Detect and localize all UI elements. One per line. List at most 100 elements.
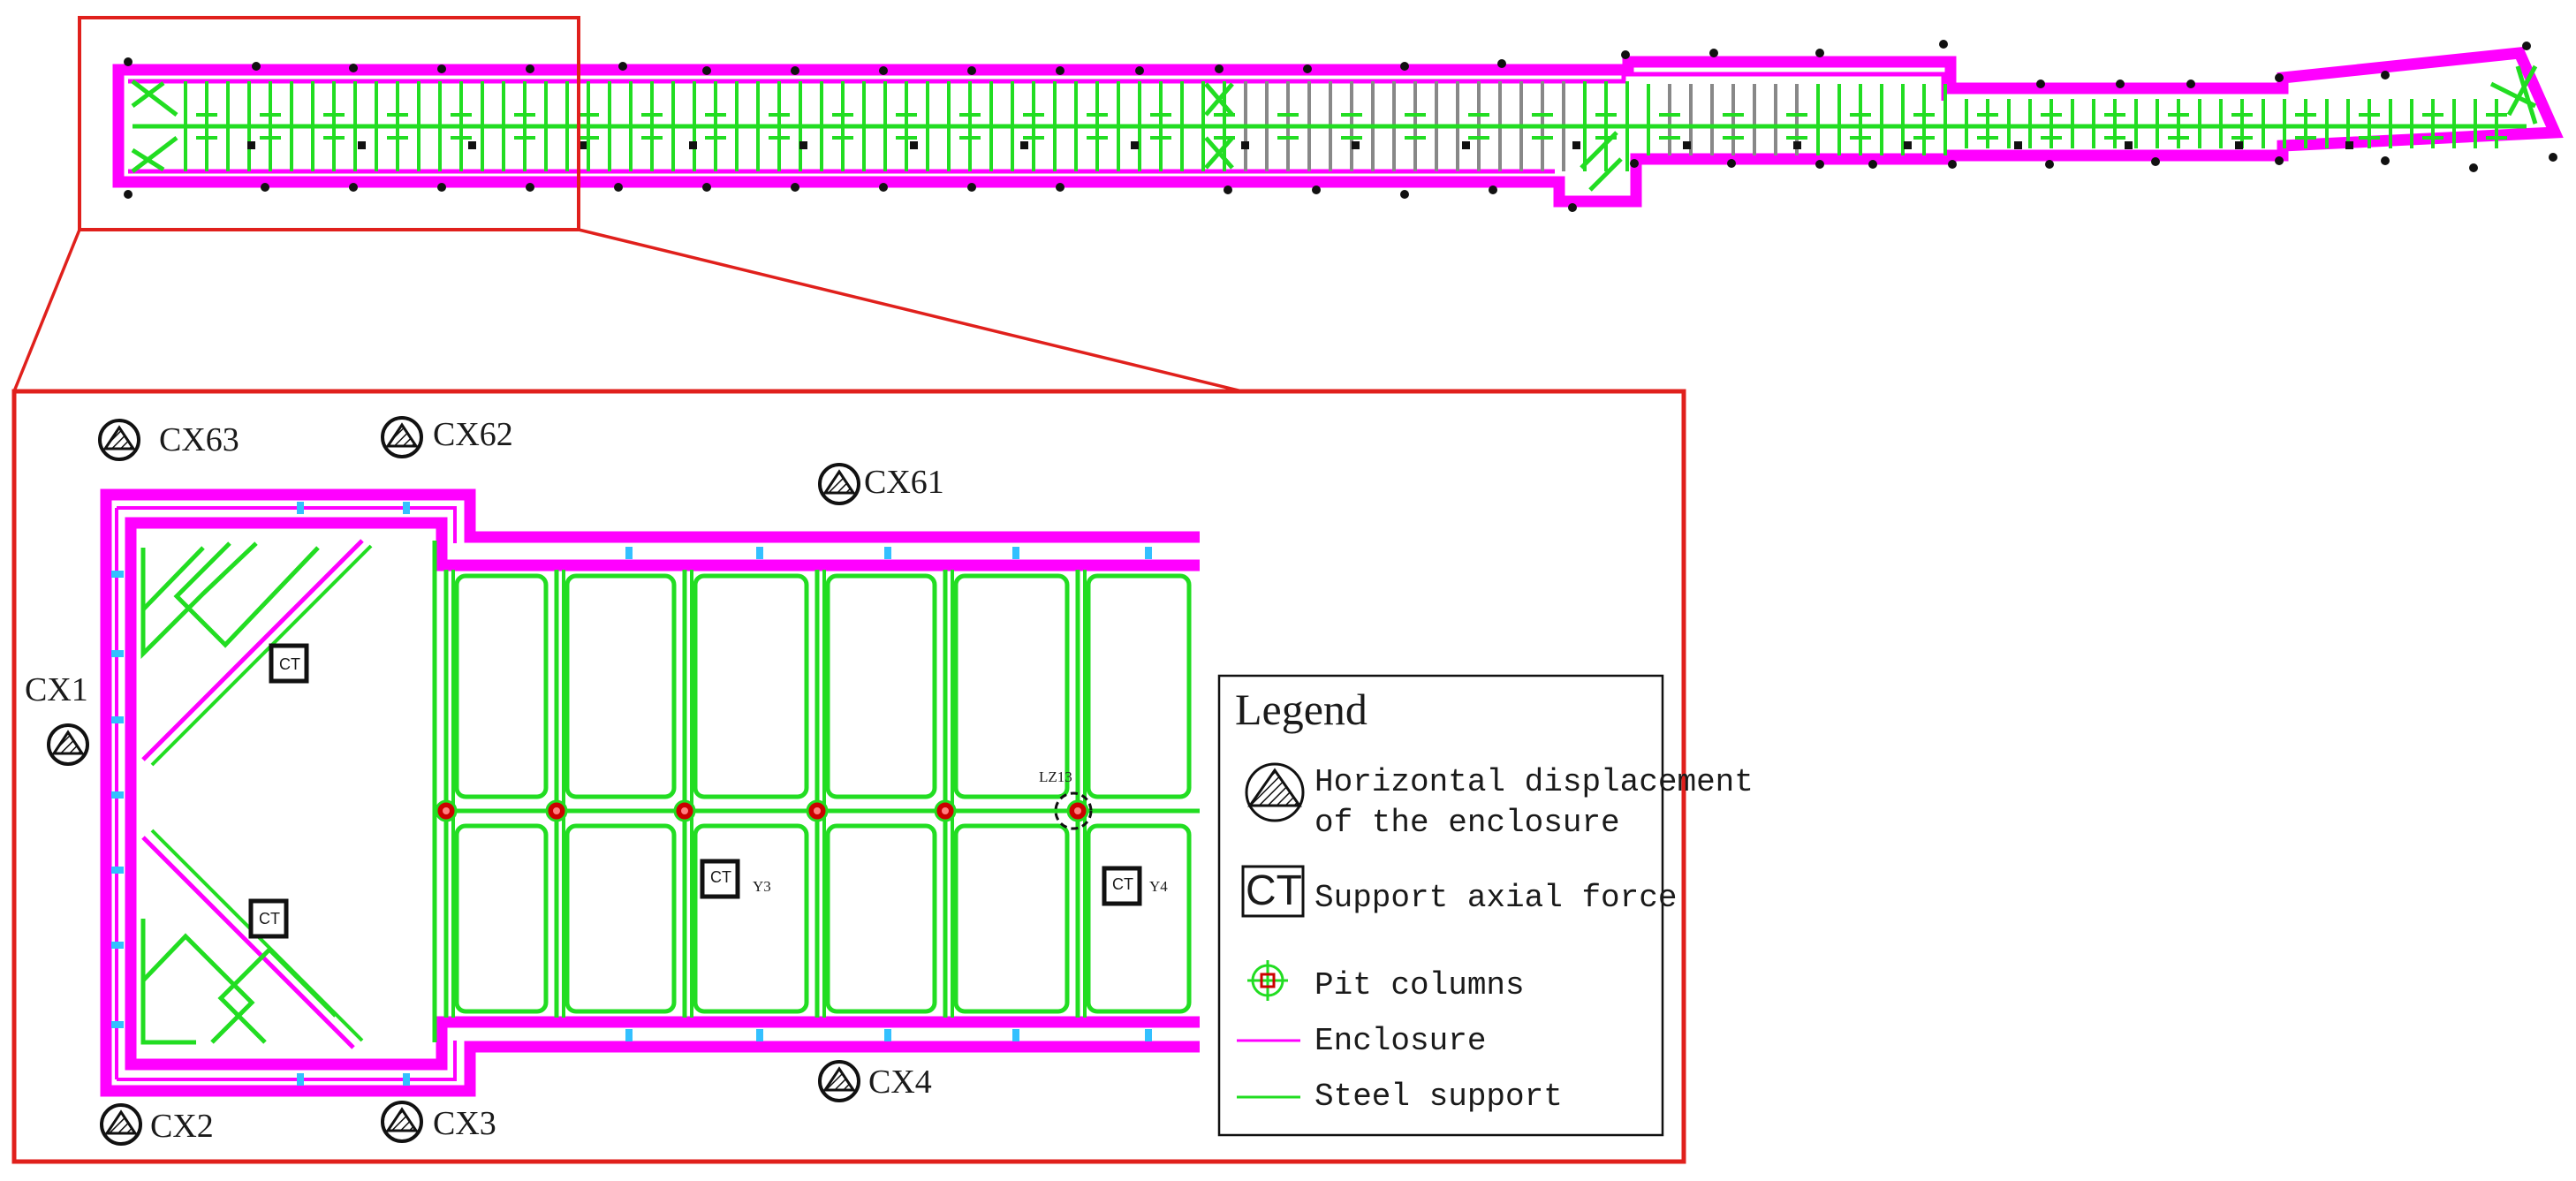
sensor-tick: [403, 1073, 410, 1086]
pit-column-core: [942, 807, 949, 814]
overview-monitor-point: [124, 57, 133, 66]
monitor-label-cx4: CX4: [868, 1064, 932, 1101]
detail-corner-braces: [140, 539, 437, 1049]
overview-monitor-point: [1948, 160, 1957, 169]
overview-monitor-point: [2522, 42, 2531, 50]
overview-monitor-point: [1727, 159, 1736, 168]
overview-monitor-point: [1303, 64, 1312, 73]
overview-ct-marker: [2014, 141, 2022, 149]
displacement-monitor-icon: [818, 1060, 860, 1102]
sensor-tick: [756, 1029, 763, 1041]
monitor-label-cx3: CX3: [433, 1105, 496, 1142]
sensor-tick: [111, 650, 124, 657]
detail-steel-bay: [693, 573, 809, 799]
zoom-connector-right: [578, 228, 1243, 393]
ct-text-4: CT: [1112, 875, 1133, 893]
overview-monitor-point: [1312, 185, 1321, 194]
sensor-tick: [625, 547, 633, 559]
overview-ct-marker: [1131, 141, 1139, 149]
sensor-tick: [756, 547, 763, 559]
overview-ct-marker: [1462, 141, 1470, 149]
displacement-icon: [1245, 762, 1305, 822]
sensor-tick: [111, 1021, 124, 1028]
overview-monitor-point: [967, 66, 976, 75]
overview-monitor-point: [1815, 49, 1824, 57]
detail-enclosure-left-strip: [115, 506, 457, 1081]
overview-ct-marker: [1683, 141, 1691, 149]
overview-ct-marker: [1241, 141, 1249, 149]
sensor-tick: [884, 547, 891, 559]
detail-steel-bay: [1086, 573, 1192, 799]
detail-pit-columns: [435, 799, 1089, 822]
sensor-tick: [111, 716, 124, 723]
overview-monitor-point: [1400, 62, 1409, 71]
overview-monitor-point: [349, 64, 358, 72]
detail-ct-boxes: [248, 643, 1142, 939]
ct-id-y4: Y4: [1149, 878, 1168, 895]
overview-ct-marker: [1572, 141, 1580, 149]
sensor-tick: [1012, 547, 1019, 559]
ct-text-3: CT: [710, 868, 731, 886]
sensor-tick: [403, 502, 410, 514]
pit-column-label-lz13: LZ13: [1039, 768, 1072, 785]
overview-monitor-point: [1868, 160, 1877, 169]
sensor-tick: [1145, 1029, 1152, 1041]
displacement-monitor-icon: [381, 1101, 423, 1143]
overview-ct-marker: [1020, 141, 1028, 149]
detail-steel-bay: [953, 573, 1070, 799]
sensor-tick: [297, 1073, 304, 1086]
overview-monitor-point: [791, 66, 799, 75]
overview-monitor-point: [252, 62, 261, 71]
overview-monitor-point: [1815, 160, 1824, 169]
ct-box-y4: [1102, 866, 1142, 906]
legend-item-enclosure: Enclosure: [1315, 1023, 1487, 1059]
legend-item-axial-force: Support axial force: [1315, 880, 1678, 916]
detail-steel-bay: [953, 823, 1070, 1014]
overview-monitor-point: [1709, 49, 1718, 57]
overview-ct-marker: [247, 141, 255, 149]
sensor-tick: [1145, 547, 1152, 559]
overview-monitor-point: [1568, 203, 1577, 212]
detail-steel-bay: [564, 573, 677, 799]
overview-monitor-point: [879, 66, 888, 75]
overview-monitor-point: [2151, 157, 2160, 166]
detail-steel-bay: [454, 823, 549, 1014]
overview-monitor-point: [261, 183, 269, 192]
ct-id-y3: Y3: [753, 878, 771, 895]
detail-enclosure-outer: [100, 488, 1200, 1097]
legend-item-steel-support: Steel support: [1315, 1079, 1563, 1115]
sensor-tick: [625, 1029, 633, 1041]
sensor-tick: [884, 1029, 891, 1041]
detail-plan: [100, 488, 1200, 1097]
pit-column-core: [1074, 807, 1081, 814]
overview-monitor-point: [349, 183, 358, 192]
overview-monitor-point: [618, 62, 627, 71]
detail-steel-bay: [454, 573, 549, 799]
detail-steel-bay: [825, 823, 937, 1014]
overview-monitor-point: [2116, 79, 2125, 88]
displacement-monitor-icon: [98, 419, 140, 461]
monitor-label-cx2: CX2: [150, 1108, 214, 1145]
ct-box-1: [269, 643, 309, 684]
overview-monitor-point: [1056, 66, 1064, 75]
overview-monitor-point: [1630, 159, 1639, 168]
sensor-tick: [111, 791, 124, 799]
overview-monitor-point: [124, 190, 133, 199]
ct-box-y3: [700, 859, 740, 899]
overview-ct-marker: [799, 141, 807, 149]
overview-ct-marker: [358, 141, 366, 149]
overview-ct-marker: [910, 141, 918, 149]
zoom-connector-left: [12, 229, 81, 392]
overview-monitor-point: [2549, 153, 2557, 162]
overview-mid-braces: [1204, 64, 2538, 192]
overview-monitor-point: [1489, 185, 1497, 194]
overview-monitor-point: [526, 183, 534, 192]
overview-ct-marker: [1793, 141, 1801, 149]
ct-box-2: [248, 898, 289, 939]
overview-monitor-point: [1215, 64, 1224, 73]
monitor-label-cx61: CX61: [864, 464, 944, 501]
pit-column-core: [443, 807, 450, 814]
overview-monitor-point: [1939, 40, 1948, 49]
overview-monitor-point: [1621, 50, 1630, 59]
